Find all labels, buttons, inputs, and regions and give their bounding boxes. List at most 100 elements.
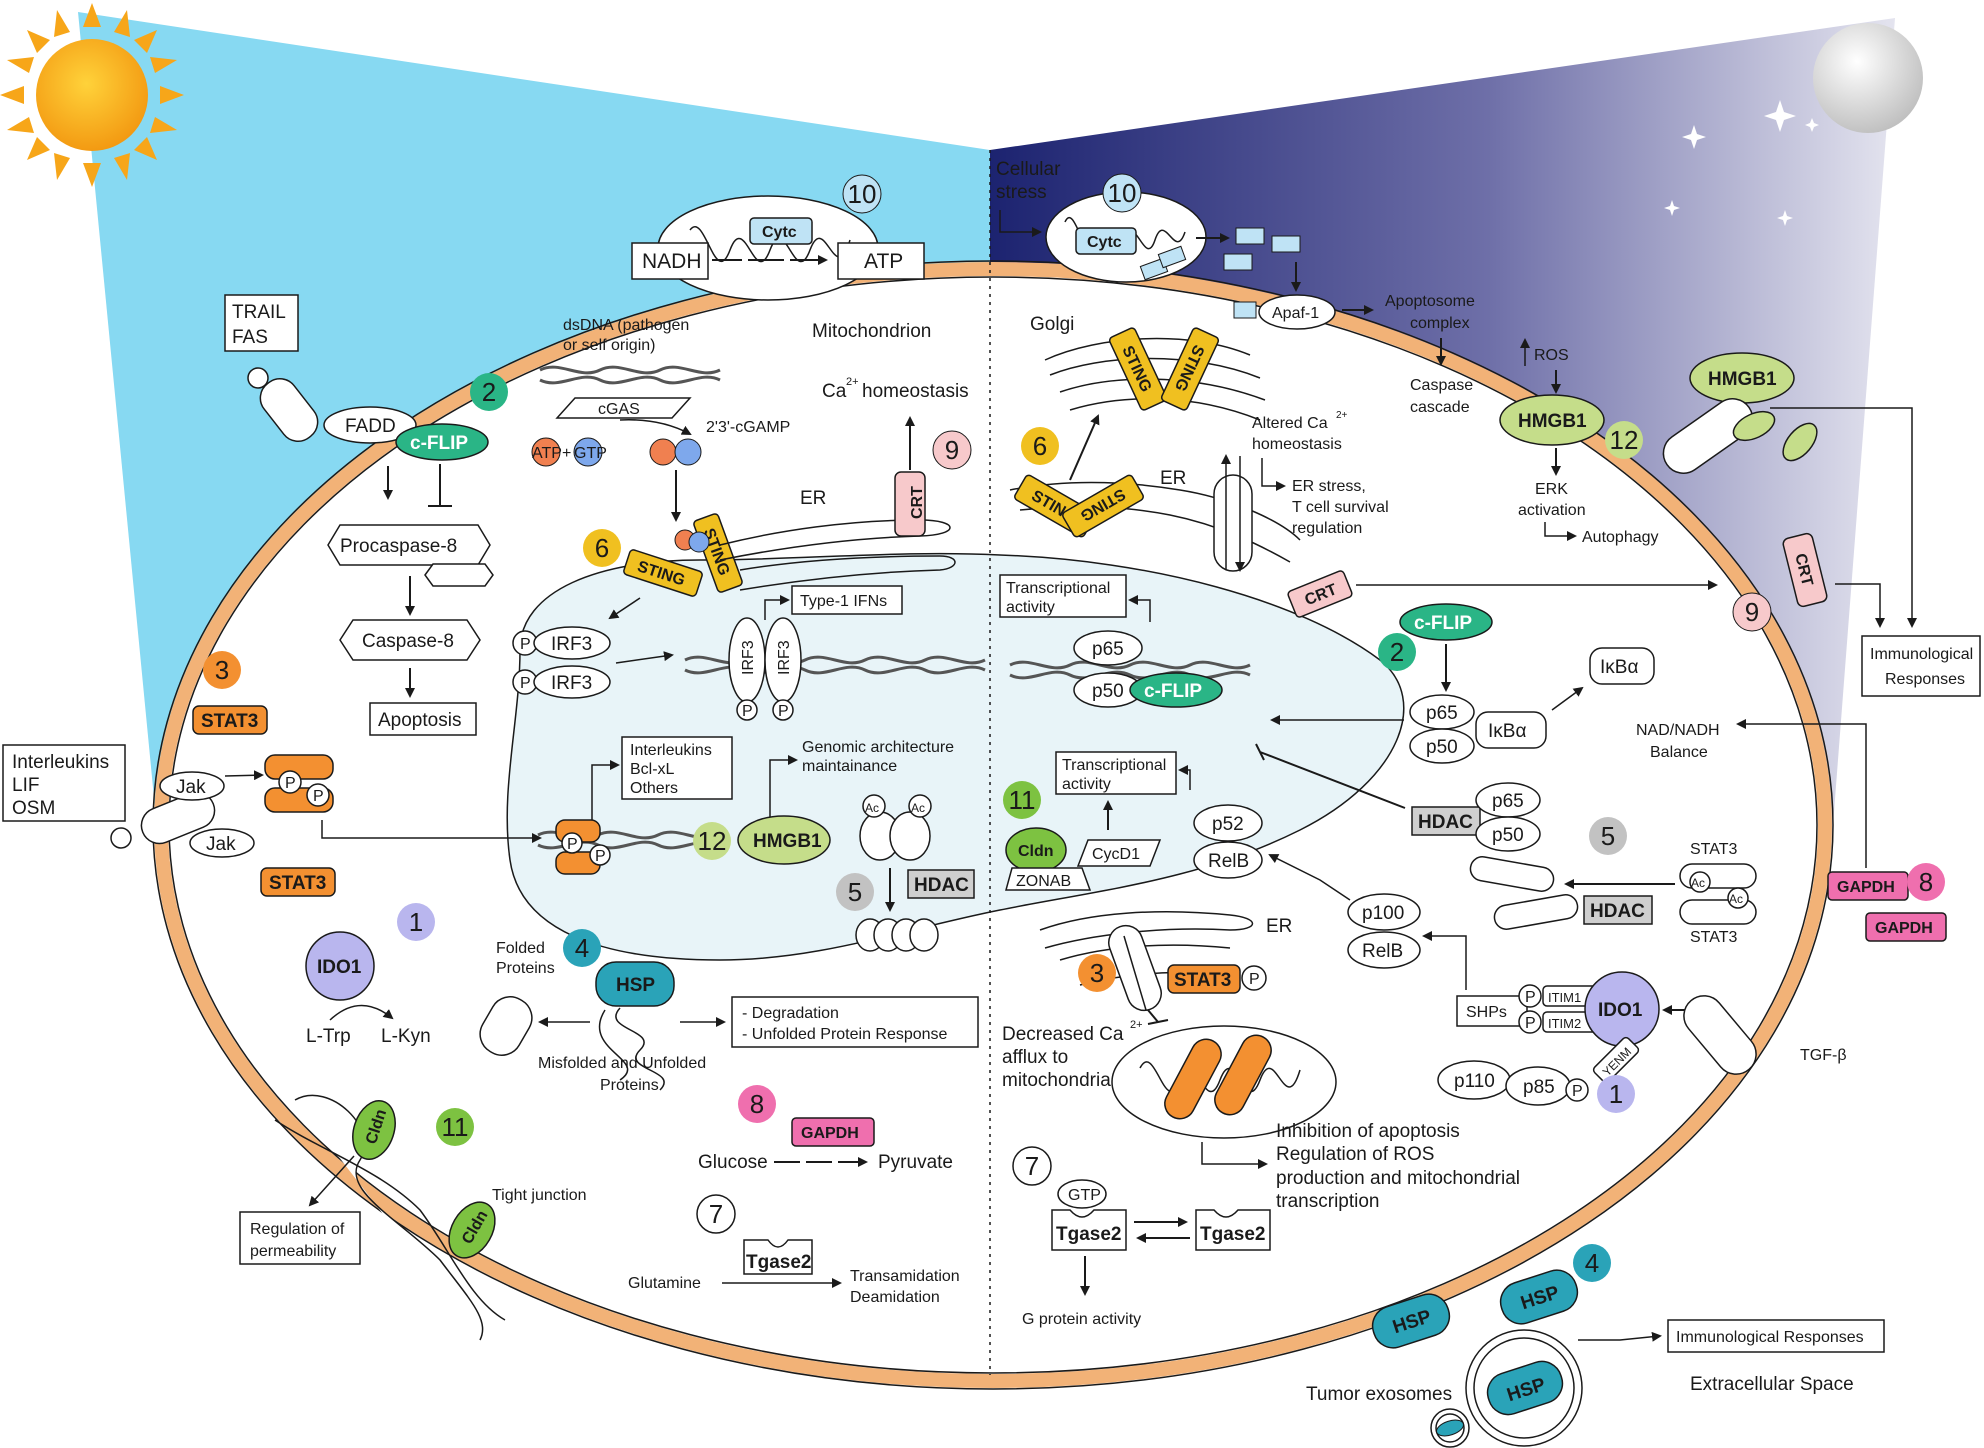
ca-flux-line	[1123, 935, 1147, 1011]
er-stress-3: regulation	[1292, 520, 1362, 537]
cytc-left	[749, 217, 813, 245]
marker-12-left-label: 12	[698, 826, 727, 856]
stat3-deac-a	[1469, 856, 1555, 892]
immuno-box-bottom	[1667, 1319, 1885, 1353]
sting-right-a	[1108, 327, 1168, 411]
arrow-stat3dna-targets	[591, 760, 620, 820]
atp-box	[837, 242, 925, 280]
stat3-er-p-label: P	[1249, 971, 1260, 988]
sun-icon	[0, 3, 184, 187]
crt-right-er	[1287, 570, 1353, 618]
decreased-ca-sup: 2+	[1130, 1019, 1143, 1031]
cytc-free-c	[1223, 253, 1253, 271]
arrow-erk-autophagy	[1544, 522, 1577, 541]
gapdh-left	[791, 1117, 875, 1147]
stat3-mito-b	[1214, 1034, 1272, 1116]
irf3-bound-p-a	[736, 699, 758, 721]
marker-11-right	[1003, 781, 1041, 819]
immuno-box-right	[1861, 635, 1981, 697]
arrow-sting-irf3	[608, 597, 641, 620]
permeability-box	[239, 1211, 361, 1265]
inhibit-cflip-procaspase	[428, 464, 452, 507]
mitochondrion-lower-cristae	[1139, 1061, 1301, 1093]
marker-2-right-label: 2	[1390, 637, 1404, 667]
inhibit-ca-mito	[1147, 1009, 1169, 1025]
mitochondrion-label: Mitochondrion	[812, 321, 931, 342]
folded-label-2: Proteins	[496, 960, 555, 977]
relb-cyto-label: RelB	[1362, 941, 1403, 962]
tgase2-left-label: Tgase2	[746, 1252, 811, 1273]
arrow-cldn-permeability	[308, 1155, 355, 1207]
arrow-stress-mito	[999, 210, 1042, 237]
transcriptional-box-b	[1055, 751, 1177, 795]
zonab-shape	[1005, 867, 1092, 891]
inhibition-4: transcription	[1276, 1191, 1380, 1212]
immuno-right-1: Immunological	[1870, 646, 1973, 663]
marker-6-right	[1021, 427, 1059, 465]
cgamp-b	[674, 438, 702, 466]
marker-8-left-label: 8	[750, 1089, 764, 1119]
arrow-crt-immuno	[1835, 583, 1885, 628]
marker-8-left	[738, 1085, 776, 1123]
tumor-exosomes-label: Tumor exosomes	[1306, 1384, 1452, 1405]
procaspase8-shape	[327, 524, 491, 566]
misfolded-label-2: Proteins	[600, 1077, 659, 1094]
apoptosome-label-1: Apoptosome	[1385, 293, 1475, 310]
trail-fas-box	[224, 294, 299, 352]
ca-label: Ca	[822, 381, 847, 402]
arrow-sting-golgi	[1069, 414, 1100, 481]
p50-nuc-label: p50	[1092, 681, 1124, 702]
marker-4-right-label: 4	[1585, 1248, 1599, 1278]
trail-label: TRAIL	[232, 302, 286, 323]
cytc-free-a	[1235, 227, 1265, 245]
marker-7-right	[1012, 1146, 1052, 1186]
hsp-left	[595, 961, 675, 1007]
sting-ball-b	[688, 531, 710, 553]
relb-nuc-label: RelB	[1208, 851, 1249, 872]
cytc-right-label: Cytc	[1087, 234, 1122, 251]
gtp-bubble	[1057, 1179, 1107, 1209]
cgamp-a	[649, 438, 677, 466]
cflip-left	[395, 423, 489, 461]
il-target-2: Bcl-xL	[630, 761, 675, 778]
autophagy-label: Autophagy	[1582, 529, 1659, 546]
hdac-left-label: HDAC	[914, 875, 969, 896]
cgas-label: cGAS	[598, 401, 640, 418]
marker-12-right	[1605, 421, 1643, 459]
regulation-of-label: Regulation of	[250, 1221, 345, 1238]
ido1-left	[305, 931, 375, 1001]
p50-cyto-label: p50	[1426, 737, 1458, 758]
cycd1-label: CycD1	[1092, 846, 1140, 863]
jak-bottom	[189, 828, 255, 858]
gapdh-right-b	[1865, 912, 1947, 942]
hmgb1-bound	[1732, 410, 1776, 442]
apoptosis-label: Apoptosis	[378, 710, 461, 731]
marker-9-left	[932, 430, 972, 470]
star-icon	[1664, 100, 1819, 226]
hdac-nfkb	[1411, 806, 1481, 836]
crt-left-label: CRT	[909, 486, 926, 519]
nad-label-2: Balance	[1650, 744, 1708, 761]
gapdh-right-b-label: GAPDH	[1875, 920, 1933, 937]
cflip-cyto	[1399, 603, 1493, 641]
permeability-label: permeability	[250, 1243, 336, 1260]
erk-label-1: ERK	[1535, 481, 1568, 498]
irf3-b-label: IRF3	[551, 673, 592, 694]
marker-6-left-label: 6	[595, 533, 609, 563]
stat3-ac-bottom: STAT3	[1690, 929, 1738, 946]
marker-2-left	[470, 373, 508, 411]
transamidation-label: Transamidation	[850, 1268, 960, 1285]
er-left-label: ER	[800, 488, 826, 509]
p65-nuc-label: p65	[1092, 639, 1124, 660]
tight-junction-strand-b	[274, 1119, 506, 1321]
fadd	[323, 406, 417, 444]
p-a	[278, 770, 302, 794]
inhibit-hdac-nucleus	[1255, 743, 1406, 809]
marker-6-right-label: 6	[1033, 431, 1047, 461]
trail-receptor	[259, 378, 319, 442]
arrow-p52-transcription	[1178, 765, 1191, 790]
relb-nuc	[1193, 841, 1263, 879]
decreased-ca-3: mitochondria	[1002, 1070, 1111, 1091]
p52-nuc	[1193, 804, 1263, 842]
il-receptor	[140, 791, 216, 845]
